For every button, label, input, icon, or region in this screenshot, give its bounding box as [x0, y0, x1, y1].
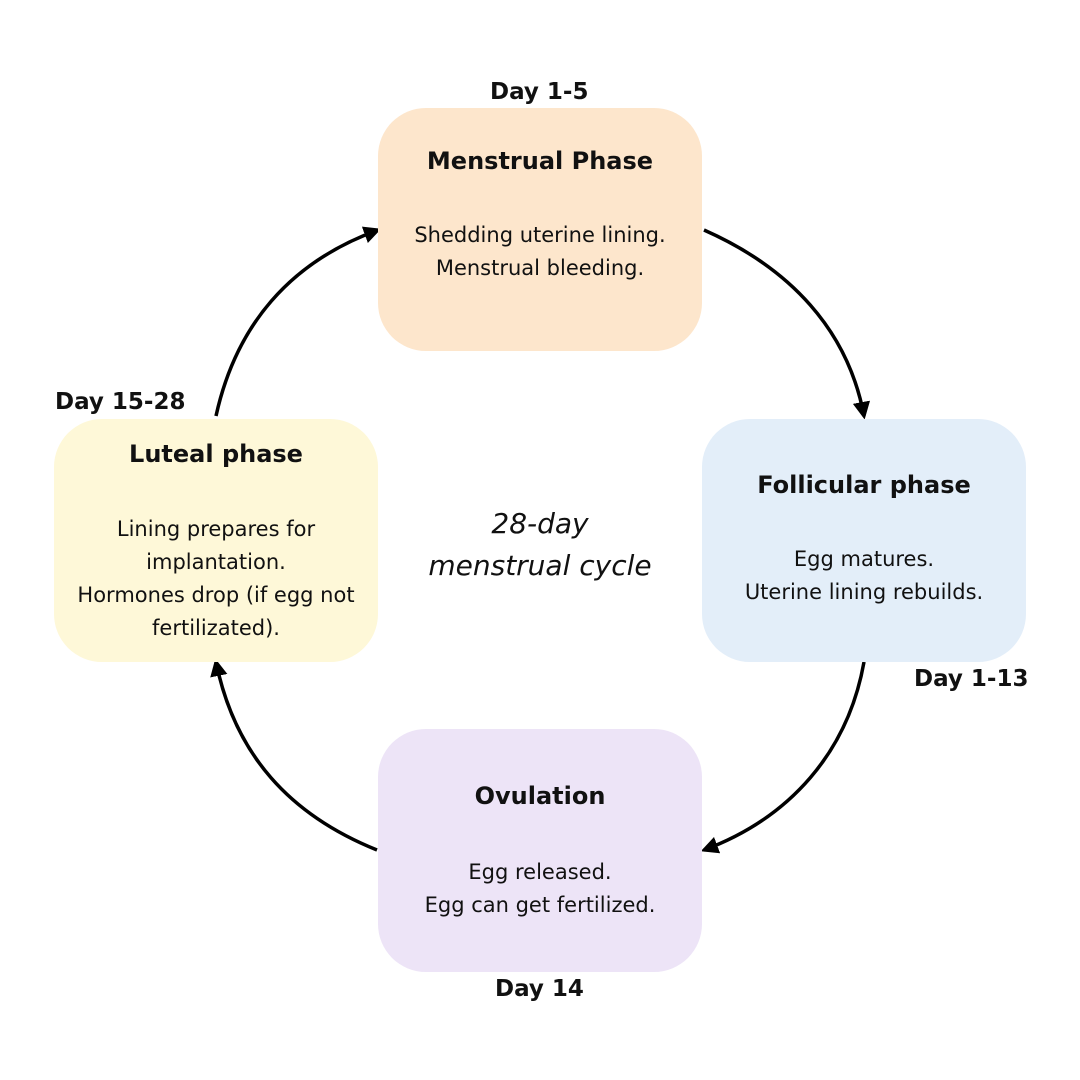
description-line: fertilizated). [152, 616, 280, 640]
luteal-day-label: Day 15-28 [55, 389, 186, 415]
description-line: Lining prepares for [116, 517, 316, 541]
arrow-menstrual-to-follicular [703, 228, 871, 420]
luteal-phase-title: Luteal phase [129, 440, 303, 468]
follicular-phase-box: Follicular phase Egg matures. Uterine lin… [702, 419, 1026, 662]
ovulation-day-label: Day 14 [495, 976, 584, 1002]
menstrual-phase-description: Shedding uterine lining. Menstrual bleedi… [378, 219, 702, 285]
description-line: implantation. [146, 550, 286, 574]
follicular-day-label: Day 1-13 [914, 666, 1029, 692]
description-line: Egg released. [468, 860, 612, 884]
arrow-follicular-to-ovulation [700, 661, 866, 854]
ovulation-phase-box: Ovulation Egg released. Egg can get ferti… [378, 729, 702, 972]
center-label-line-2: menstrual cycle [428, 549, 652, 582]
menstrual-day-label: Day 1-5 [490, 79, 589, 105]
description-line: Shedding uterine lining. [414, 223, 666, 247]
description-line: Uterine lining rebuilds. [744, 580, 984, 604]
ovulation-phase-description: Egg released. Egg can get fertilized. [378, 856, 702, 922]
arrow-ovulation-to-luteal [210, 658, 378, 852]
follicular-phase-description: Egg matures. Uterine lining rebuilds. [702, 543, 1026, 609]
luteal-phase-box: Luteal phase Lining prepares for implanta… [54, 419, 378, 662]
arrow-luteal-to-menstrual [214, 226, 382, 417]
ovulation-phase-title: Ovulation [474, 782, 606, 810]
description-line: Hormones drop (if egg not [77, 583, 355, 607]
menstrual-phase-box: Menstrual Phase Shedding uterine lining.… [378, 108, 702, 351]
description-line: Menstrual bleeding. [435, 256, 645, 280]
center-label-line-1: 28-day [491, 507, 589, 540]
follicular-phase-title: Follicular phase [757, 471, 971, 499]
menstrual-phase-title: Menstrual Phase [426, 147, 654, 175]
luteal-phase-description: Lining prepares for implantation. Hormones… [54, 513, 378, 645]
description-line: Egg matures. [793, 547, 935, 571]
description-line: Egg can get fertilized. [424, 893, 656, 917]
cycle-center-label: 28-day menstrual cycle [380, 503, 700, 587]
